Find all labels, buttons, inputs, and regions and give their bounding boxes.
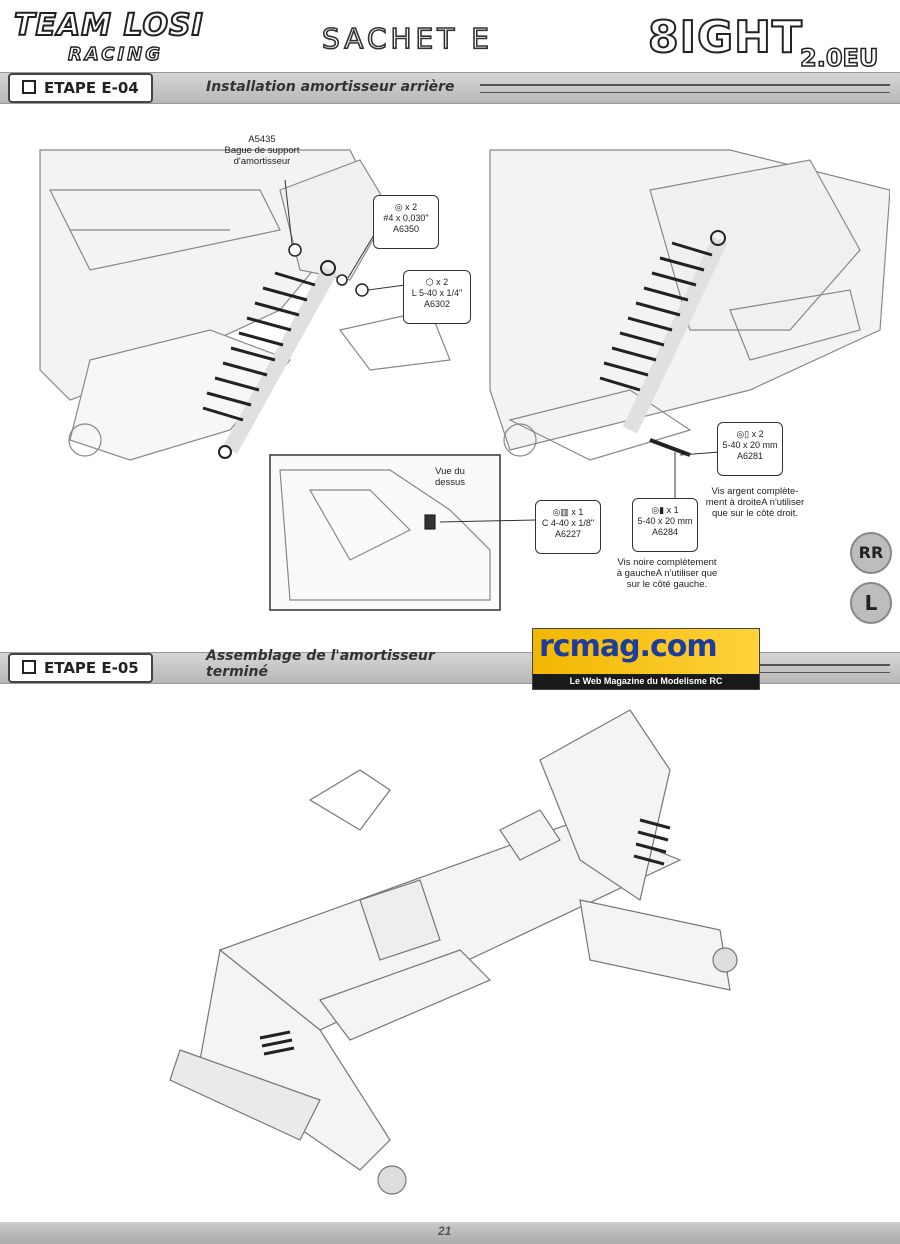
- nut-size: L 5-40 x 1/4": [411, 288, 463, 298]
- washer-part: A6350: [392, 224, 420, 234]
- checkbox-icon: [22, 659, 36, 674]
- setscrew-size: C 4-40 x 1/8": [541, 518, 595, 528]
- nut-icon: ⬡: [425, 277, 434, 287]
- black-note-line: sur le côté gauche.: [626, 579, 708, 590]
- nut-qty: x 2: [436, 277, 449, 287]
- step-title-line: terminé: [206, 664, 268, 680]
- washer-icon: ◎: [394, 202, 403, 212]
- silver-part: A6281: [736, 451, 764, 461]
- setscrew-part: A6227: [554, 529, 582, 539]
- black-note-line: Vis noire complètement: [617, 557, 717, 568]
- setscrew-icon: ◎▥: [552, 507, 569, 517]
- screw-icon: ◎▯: [736, 429, 750, 439]
- step-title: Installation amortisseur arrière: [206, 79, 455, 95]
- model-logo: 8IGHT: [647, 11, 803, 64]
- bushing-name-2: d'amortisseur: [233, 156, 291, 167]
- step-tab-label: ETAPE E-04: [44, 79, 139, 97]
- screw-icon: ◎▮: [651, 505, 665, 515]
- setscrew-qty: x 1: [571, 507, 584, 517]
- step-tab-e05: ETAPE E-05: [8, 653, 153, 683]
- silver-qty: x 2: [751, 429, 764, 439]
- brand-sub-text: RACING: [67, 43, 163, 65]
- black-size: 5-40 x 20 mm: [637, 516, 693, 526]
- black-part: A6284: [651, 527, 679, 537]
- bushing-part: A5435: [248, 134, 276, 145]
- inset-label: Vue du dessus: [434, 466, 466, 488]
- bushing-name: Bague de support: [224, 145, 300, 156]
- model-logo-sub: 2.0EU: [799, 43, 879, 73]
- silver-note-line: ment à droiteA n'utiliser: [705, 497, 805, 508]
- silver-note-line: que sur le côté droit.: [711, 508, 799, 519]
- page-footer: [0, 1222, 900, 1244]
- nut-part: A6302: [423, 299, 451, 309]
- washer-qty: x 2: [405, 202, 418, 212]
- bag-title: SACHET E: [321, 21, 493, 56]
- brand-top-text: TEAM LOSI: [13, 7, 204, 44]
- black-note-line: à gaucheA n'utiliser que: [616, 568, 718, 579]
- black-qty: x 1: [666, 505, 679, 515]
- setscrew-callout: ◎▥ x 1 C 4-40 x 1/8" A6227: [535, 500, 601, 554]
- team-losi-logo: TEAM LOSI RACING: [8, 6, 208, 68]
- washer-size: #4 x 0,030": [383, 213, 429, 223]
- rear-right-badge: RR: [850, 532, 892, 574]
- black-note: Vis noire complètement à gaucheA n'utili…: [612, 557, 722, 590]
- step-tab-label: ETAPE E-05: [44, 659, 139, 677]
- step-tab-e04: ETAPE E-04: [8, 73, 153, 103]
- washer-callout: ◎ x 2 #4 x 0,030" A6350: [373, 195, 439, 249]
- left-badge: L: [850, 582, 892, 624]
- rear-shock-install-diagram: [39, 149, 890, 611]
- silver-screw-callout: ◎▯ x 2 5-40 x 20 mm A6281: [717, 422, 783, 476]
- divider: [760, 664, 890, 666]
- rcmag-subtitle: Le Web Magazine du Modelisme RC: [533, 674, 759, 689]
- divider: [480, 84, 890, 86]
- checkbox-icon: [22, 79, 36, 94]
- rcmag-watermark: rcmag.com Le Web Magazine du Modelisme R…: [532, 628, 760, 690]
- completed-chassis-diagram: [169, 709, 738, 1195]
- bushing-callout: A5435 Bague de support d'amortisseur: [212, 134, 312, 167]
- divider: [760, 672, 890, 673]
- rcmag-title: rcmag.com: [539, 629, 718, 664]
- step-title-line: Assemblage de l'amortisseur: [206, 648, 435, 664]
- nut-callout: ⬡ x 2 L 5-40 x 1/4" A6302: [403, 270, 471, 324]
- silver-note: Vis argent complète- ment à droiteA n'ut…: [700, 486, 810, 519]
- silver-note-line: Vis argent complète-: [711, 486, 799, 497]
- black-screw-callout: ◎▮ x 1 5-40 x 20 mm A6284: [632, 498, 698, 552]
- step-title: Assemblage de l'amortisseur terminé: [206, 648, 435, 680]
- divider: [480, 92, 890, 93]
- page-number: 21: [438, 1224, 452, 1238]
- silver-size: 5-40 x 20 mm: [722, 440, 778, 450]
